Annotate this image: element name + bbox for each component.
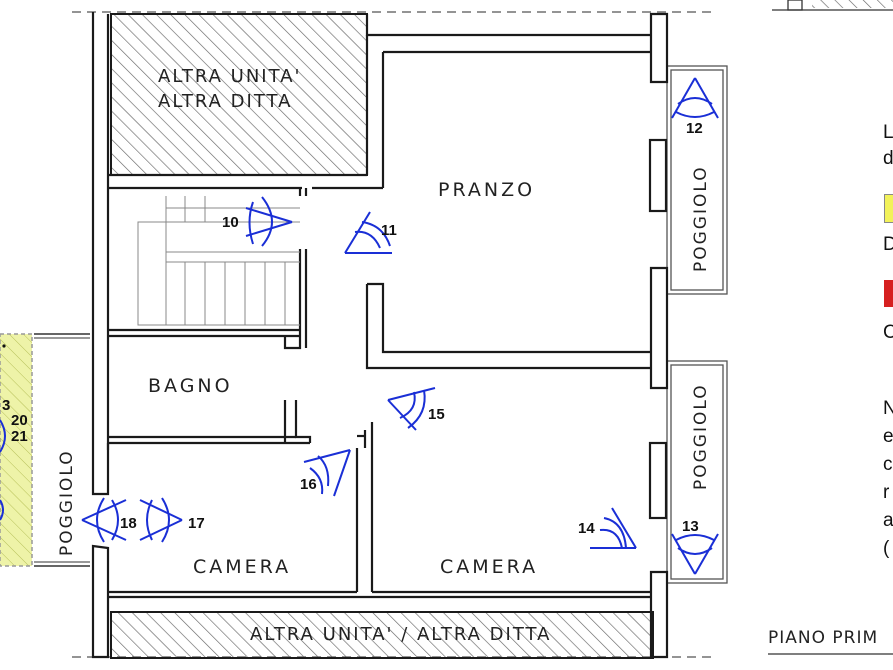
left-number-21: 21	[11, 428, 28, 445]
viewpoint-16-label: 16	[300, 476, 317, 493]
viewpoint-12-marker	[671, 77, 719, 119]
right-balconies	[666, 65, 728, 584]
viewpoint-14-label: 14	[578, 520, 595, 537]
viewpoint-15-label: 15	[428, 406, 445, 423]
viewpoint-11-marker	[344, 211, 392, 254]
viewpoint-18-marker	[81, 497, 127, 543]
legend-letter-5: N	[883, 398, 893, 419]
legend-letter-10: (	[883, 538, 890, 559]
room-label-bagno: BAGNO	[148, 375, 233, 397]
room-label-camera-right: CAMERA	[440, 556, 538, 578]
viewpoint-12-label: 12	[686, 120, 703, 137]
viewpoint-partial-left-marker	[0, 344, 6, 521]
legend-letter-6: e	[883, 426, 893, 447]
left-number-20: 20	[11, 412, 28, 429]
external-unit-top	[110, 13, 368, 176]
camera-viewpoints	[0, 77, 719, 575]
viewpoint-17-label: 17	[188, 515, 205, 532]
viewpoint-11-label: 11	[381, 222, 397, 239]
external-unit-bottom	[110, 611, 654, 659]
viewpoint-15-marker	[387, 387, 436, 431]
legend-letter-2: d	[883, 148, 893, 169]
viewpoint-13-label: 13	[682, 518, 699, 535]
walls	[91, 12, 669, 659]
legend-swatch-yellow	[884, 194, 893, 223]
left-balcony	[0, 333, 90, 567]
viewpoint-17-marker	[139, 497, 183, 543]
staircase	[137, 196, 300, 326]
top-right-fragment	[772, 0, 893, 11]
left-number-3: 3	[2, 397, 10, 414]
legend-letter-4: C	[883, 322, 893, 343]
external-unit-top-label-1: ALTRA UNITA'	[158, 66, 301, 87]
external-unit-bottom-label: ALTRA UNITA' / ALTRA DITTA	[250, 624, 551, 645]
viewpoint-14-marker	[590, 507, 637, 549]
room-label-pranzo: PRANZO	[438, 179, 535, 201]
viewpoint-18-label: 18	[120, 515, 137, 532]
viewpoint-16-marker	[303, 449, 351, 497]
floor-caption: PIANO PRIM	[768, 628, 879, 648]
legend-letter-9: a	[883, 510, 893, 531]
legend-letter-1: L	[883, 122, 893, 143]
room-label-poggiolo-lower: POGGIOLO	[691, 383, 711, 490]
room-label-poggiolo-left: POGGIOLO	[57, 449, 77, 556]
legend-letter-3: D	[883, 234, 893, 255]
room-label-poggiolo-upper: POGGIOLO	[691, 165, 711, 272]
legend-swatch-red	[884, 280, 893, 307]
viewpoint-10-marker	[245, 196, 293, 247]
external-unit-top-label-2: ALTRA DITTA	[158, 91, 292, 112]
legend-letter-8: r	[883, 482, 890, 503]
viewpoint-10-label: 10	[222, 214, 239, 231]
legend-letter-7: c	[883, 454, 893, 475]
viewpoint-13-marker	[671, 533, 719, 575]
room-label-camera-left: CAMERA	[193, 556, 291, 578]
